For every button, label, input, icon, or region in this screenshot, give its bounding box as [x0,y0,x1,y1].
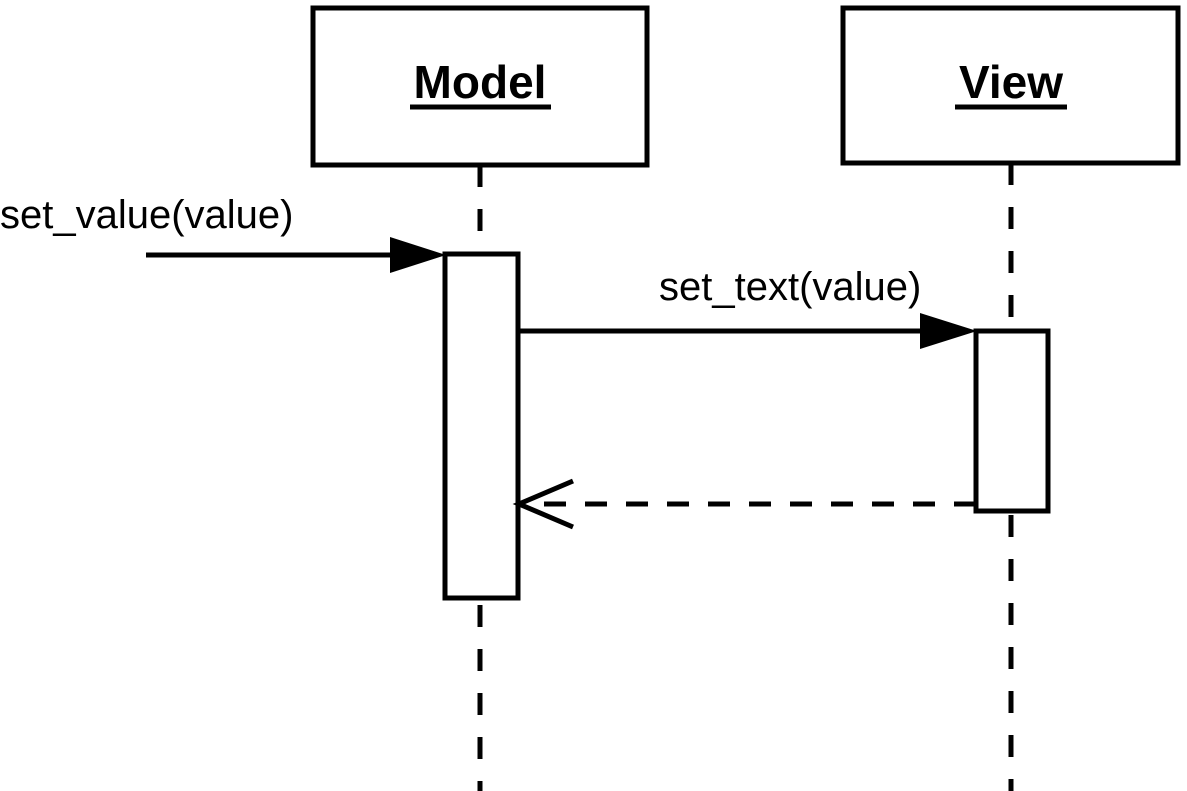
activation-bar-view[interactable] [973,328,1051,514]
message-label-set-value: set_value(value) [0,193,294,237]
participant-label-view: View [959,56,1063,108]
participant-box-view[interactable]: View [840,5,1181,166]
message-label-set-text: set_text(value) [659,265,921,309]
arrowhead-set-text [920,313,977,349]
message-set-text[interactable]: set_text(value) [518,265,977,349]
participant-box-model[interactable]: Model [310,5,650,168]
activation-bar-model[interactable] [442,251,521,601]
arrowhead-return [512,478,574,530]
participant-label-model: Model [414,56,547,108]
arrowhead-set-value [390,237,446,273]
message-set-value[interactable]: set_value(value) [0,193,446,273]
message-return-to-model[interactable] [512,478,976,530]
